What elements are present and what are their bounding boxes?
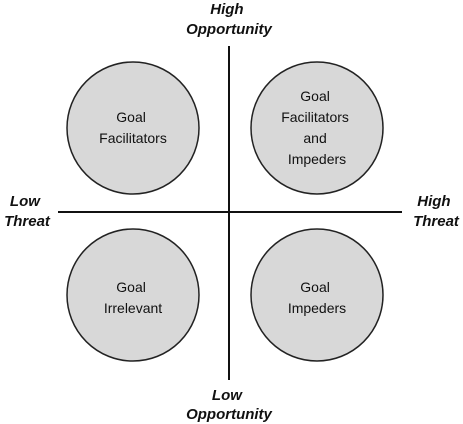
- right-axis-label: High Threat: [413, 193, 460, 230]
- top-axis-line-1: High: [210, 1, 243, 18]
- goal-impeders-circle: [250, 228, 384, 362]
- left-axis-line-1: Low: [10, 193, 41, 210]
- bottom-axis-line-1: Low: [212, 387, 243, 404]
- bottom-axis-line-2: Opportunity: [186, 406, 272, 423]
- top-right-line-4: Impeders: [288, 151, 346, 167]
- goal-facilitators-circle: [66, 61, 200, 195]
- top-axis-label: High Opportunity: [186, 1, 272, 38]
- bottom-axis-label: Low Opportunity: [186, 387, 272, 423]
- top-right-line-2: Facilitators: [281, 109, 349, 125]
- goal-facilitators-and-impeders-circle: [250, 61, 384, 195]
- bottom-right-line-2: Impeders: [288, 300, 346, 316]
- bottom-right-line-1: Goal: [300, 279, 330, 295]
- right-axis-line-2: Threat: [413, 213, 460, 230]
- goal-facilitators-label: Goal Facilitators: [99, 109, 167, 146]
- left-axis-label: Low Threat: [4, 193, 51, 230]
- bottom-left-line-2: Irrelevant: [104, 300, 162, 316]
- top-axis-line-2: Opportunity: [186, 21, 272, 38]
- top-left-line-2: Facilitators: [99, 130, 167, 146]
- top-right-line-1: Goal: [300, 88, 330, 104]
- goal-irrelevant-label: Goal Irrelevant: [104, 279, 162, 316]
- left-axis-line-2: Threat: [4, 213, 51, 230]
- goal-facilitators-and-impeders-label: Goal Facilitators and Impeders: [281, 88, 353, 167]
- top-left-line-1: Goal: [116, 109, 146, 125]
- top-right-line-3: and: [303, 130, 326, 146]
- goal-impeders-label: Goal Impeders: [288, 279, 346, 316]
- bottom-left-line-1: Goal: [116, 279, 146, 295]
- goal-irrelevant-circle: [66, 228, 200, 362]
- right-axis-line-1: High: [417, 193, 450, 210]
